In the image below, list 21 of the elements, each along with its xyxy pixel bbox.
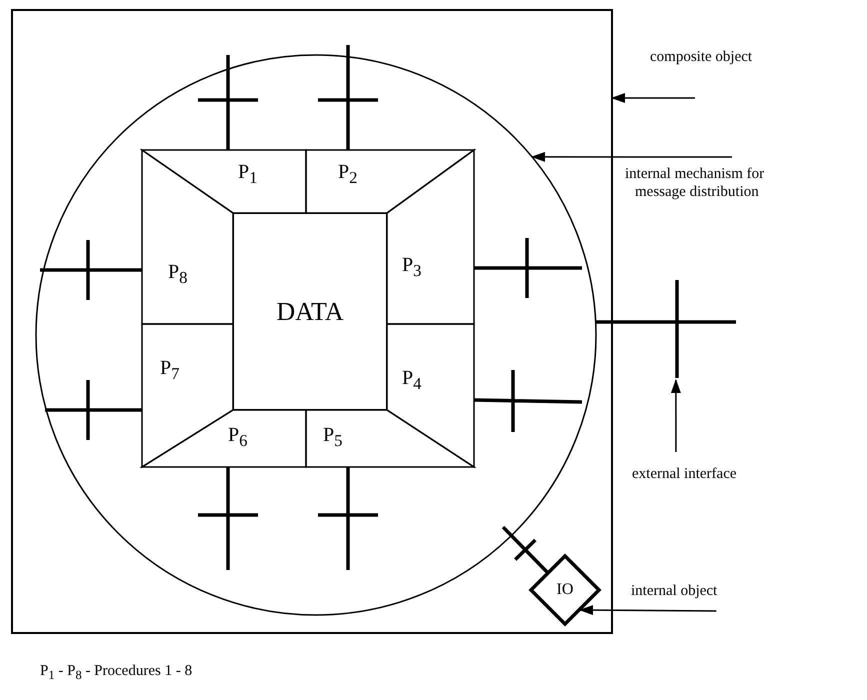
procedure-label: P$_{3}$ (402, 255, 422, 280)
procedure-label: P$_{7}$ (160, 358, 180, 383)
arrow (531, 152, 732, 162)
interface-connector (501, 525, 550, 574)
procedure-label: P$_{4}$ (402, 368, 422, 393)
arrow (579, 605, 716, 616)
annotation-text: internal mechanism for message distribution (625, 165, 766, 202)
procedure-label: P$_{6}$ (228, 425, 248, 450)
procedure-label: P$_{1}$ (238, 162, 258, 187)
procedure-label: P$_{5}$ (323, 425, 342, 450)
annotation-text: composite object (650, 48, 754, 67)
io-label: IO (556, 581, 574, 599)
data-label: DATA (276, 296, 344, 326)
annotation-text: internal object (631, 582, 718, 601)
arrow (611, 93, 695, 103)
procedure-label: P$_{8}$ (168, 262, 188, 287)
footnote: P$_{1}$ - P$_{8}$ - Procedures 1 - 8 (40, 662, 192, 684)
annotation-text: external interface (632, 465, 738, 484)
arrow (670, 379, 681, 452)
data-square (233, 213, 387, 410)
procedure-label: P$_{2}$ (338, 162, 358, 187)
